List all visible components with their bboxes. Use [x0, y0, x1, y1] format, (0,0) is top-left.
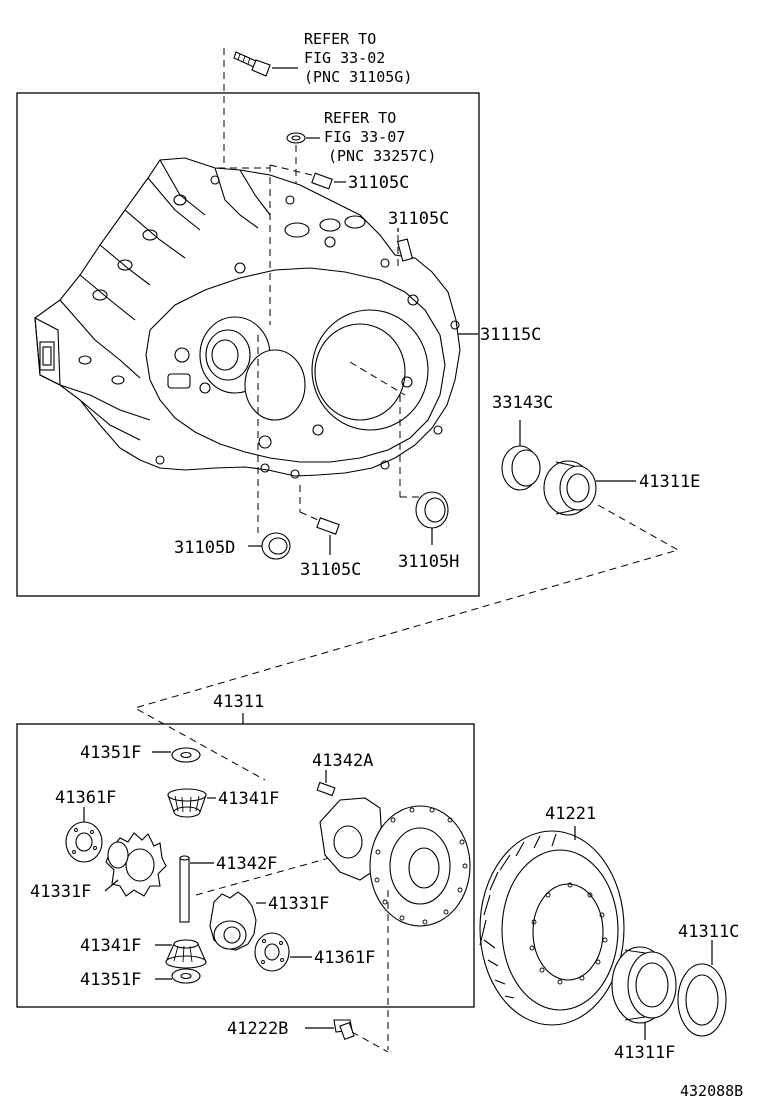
- label-41331F-b: 41331F: [268, 894, 329, 914]
- differential-case-drawing: [319, 797, 471, 927]
- label-33143C: 33143C: [492, 393, 553, 413]
- pinion-shaft-drawing: [179, 855, 214, 923]
- figure-id: 432088B: [680, 1082, 743, 1100]
- label-41311E: 41311E: [639, 472, 700, 492]
- ref2-line2: FIG 33-07: [324, 128, 405, 146]
- transaxle-housing-drawing: [34, 157, 461, 479]
- label-41351F-b: 41351F: [80, 970, 141, 990]
- ref2-line3: (PNC 33257C): [328, 147, 436, 165]
- side-washer-right-drawing: [254, 932, 312, 972]
- label-41361F-b: 41361F: [314, 948, 375, 968]
- label-41221: 41221: [545, 804, 596, 824]
- label-41311C: 41311C: [678, 922, 739, 942]
- label-41341F-b: 41341F: [80, 936, 141, 956]
- ring-gear-drawing: [479, 826, 625, 1026]
- label-41331F-a: 41331F: [30, 882, 91, 902]
- label-41361F-a: 41361F: [55, 788, 116, 808]
- label-31105H: 31105H: [398, 552, 459, 572]
- label-41342A: 41342A: [312, 751, 373, 771]
- oil-seal-31105D-drawing: [248, 532, 291, 560]
- ring-gear-bolt-drawing: [305, 1019, 355, 1040]
- side-washer-left-drawing: [65, 807, 103, 863]
- shim-33143C-drawing: [501, 420, 541, 491]
- ref1-line3: (PNC 31105G): [304, 68, 412, 86]
- label-31105C-c: 31105C: [300, 560, 361, 580]
- ref2-line1: REFER TO: [324, 109, 396, 127]
- side-gear-left-drawing: [104, 832, 167, 897]
- label-41341F-a: 41341F: [218, 789, 279, 809]
- side-gear-right-drawing: [209, 891, 266, 951]
- pin1-dash: [269, 164, 317, 177]
- label-31105D: 31105D: [174, 538, 235, 558]
- pinion-gear-bottom-drawing: [155, 939, 207, 969]
- upper-assembly-frame: [16, 92, 480, 597]
- dowel-pin-2-drawing: [396, 238, 414, 262]
- bolt-41222B-dash: [351, 1031, 389, 1053]
- shaft-dash: [195, 854, 341, 896]
- label-41222B: 41222B: [227, 1019, 288, 1039]
- dowel-pin-1-drawing: [311, 172, 346, 190]
- thrust-washer-top-drawing: [152, 747, 201, 763]
- shim-41311C-drawing: [677, 940, 727, 1037]
- dowel-pin-3-drawing: [316, 517, 340, 535]
- washer-33257C-drawing: [286, 132, 320, 144]
- pin3-dash-b: [299, 511, 319, 521]
- pinion-shaft-pin-drawing: [316, 770, 336, 797]
- ref1-line2: FIG 33-02: [304, 49, 385, 67]
- ref1-line1: REFER TO: [304, 30, 376, 48]
- pinion-gear-top-drawing: [167, 788, 216, 818]
- seal-31105H-dash: [349, 361, 406, 396]
- label-31105C-b: 31105C: [388, 209, 449, 229]
- thrust-washer-bottom-drawing: [155, 968, 201, 984]
- label-41342F: 41342F: [216, 854, 277, 874]
- label-31115C: 31115C: [480, 325, 541, 345]
- label-41311: 41311: [213, 692, 264, 712]
- label-41311F: 41311F: [614, 1043, 675, 1063]
- differential-assembly-frame: [16, 723, 475, 1008]
- label-41351F-a: 41351F: [80, 743, 141, 763]
- bolt-31105G-drawing: [233, 51, 298, 77]
- bearing-41311E-drawing: [543, 460, 636, 516]
- bearing-to-diff-dash: [133, 504, 680, 781]
- oil-seal-31105H-drawing: [415, 491, 449, 545]
- bearing-41311F-drawing: [611, 946, 677, 1040]
- label-31105C-a: 31105C: [348, 173, 409, 193]
